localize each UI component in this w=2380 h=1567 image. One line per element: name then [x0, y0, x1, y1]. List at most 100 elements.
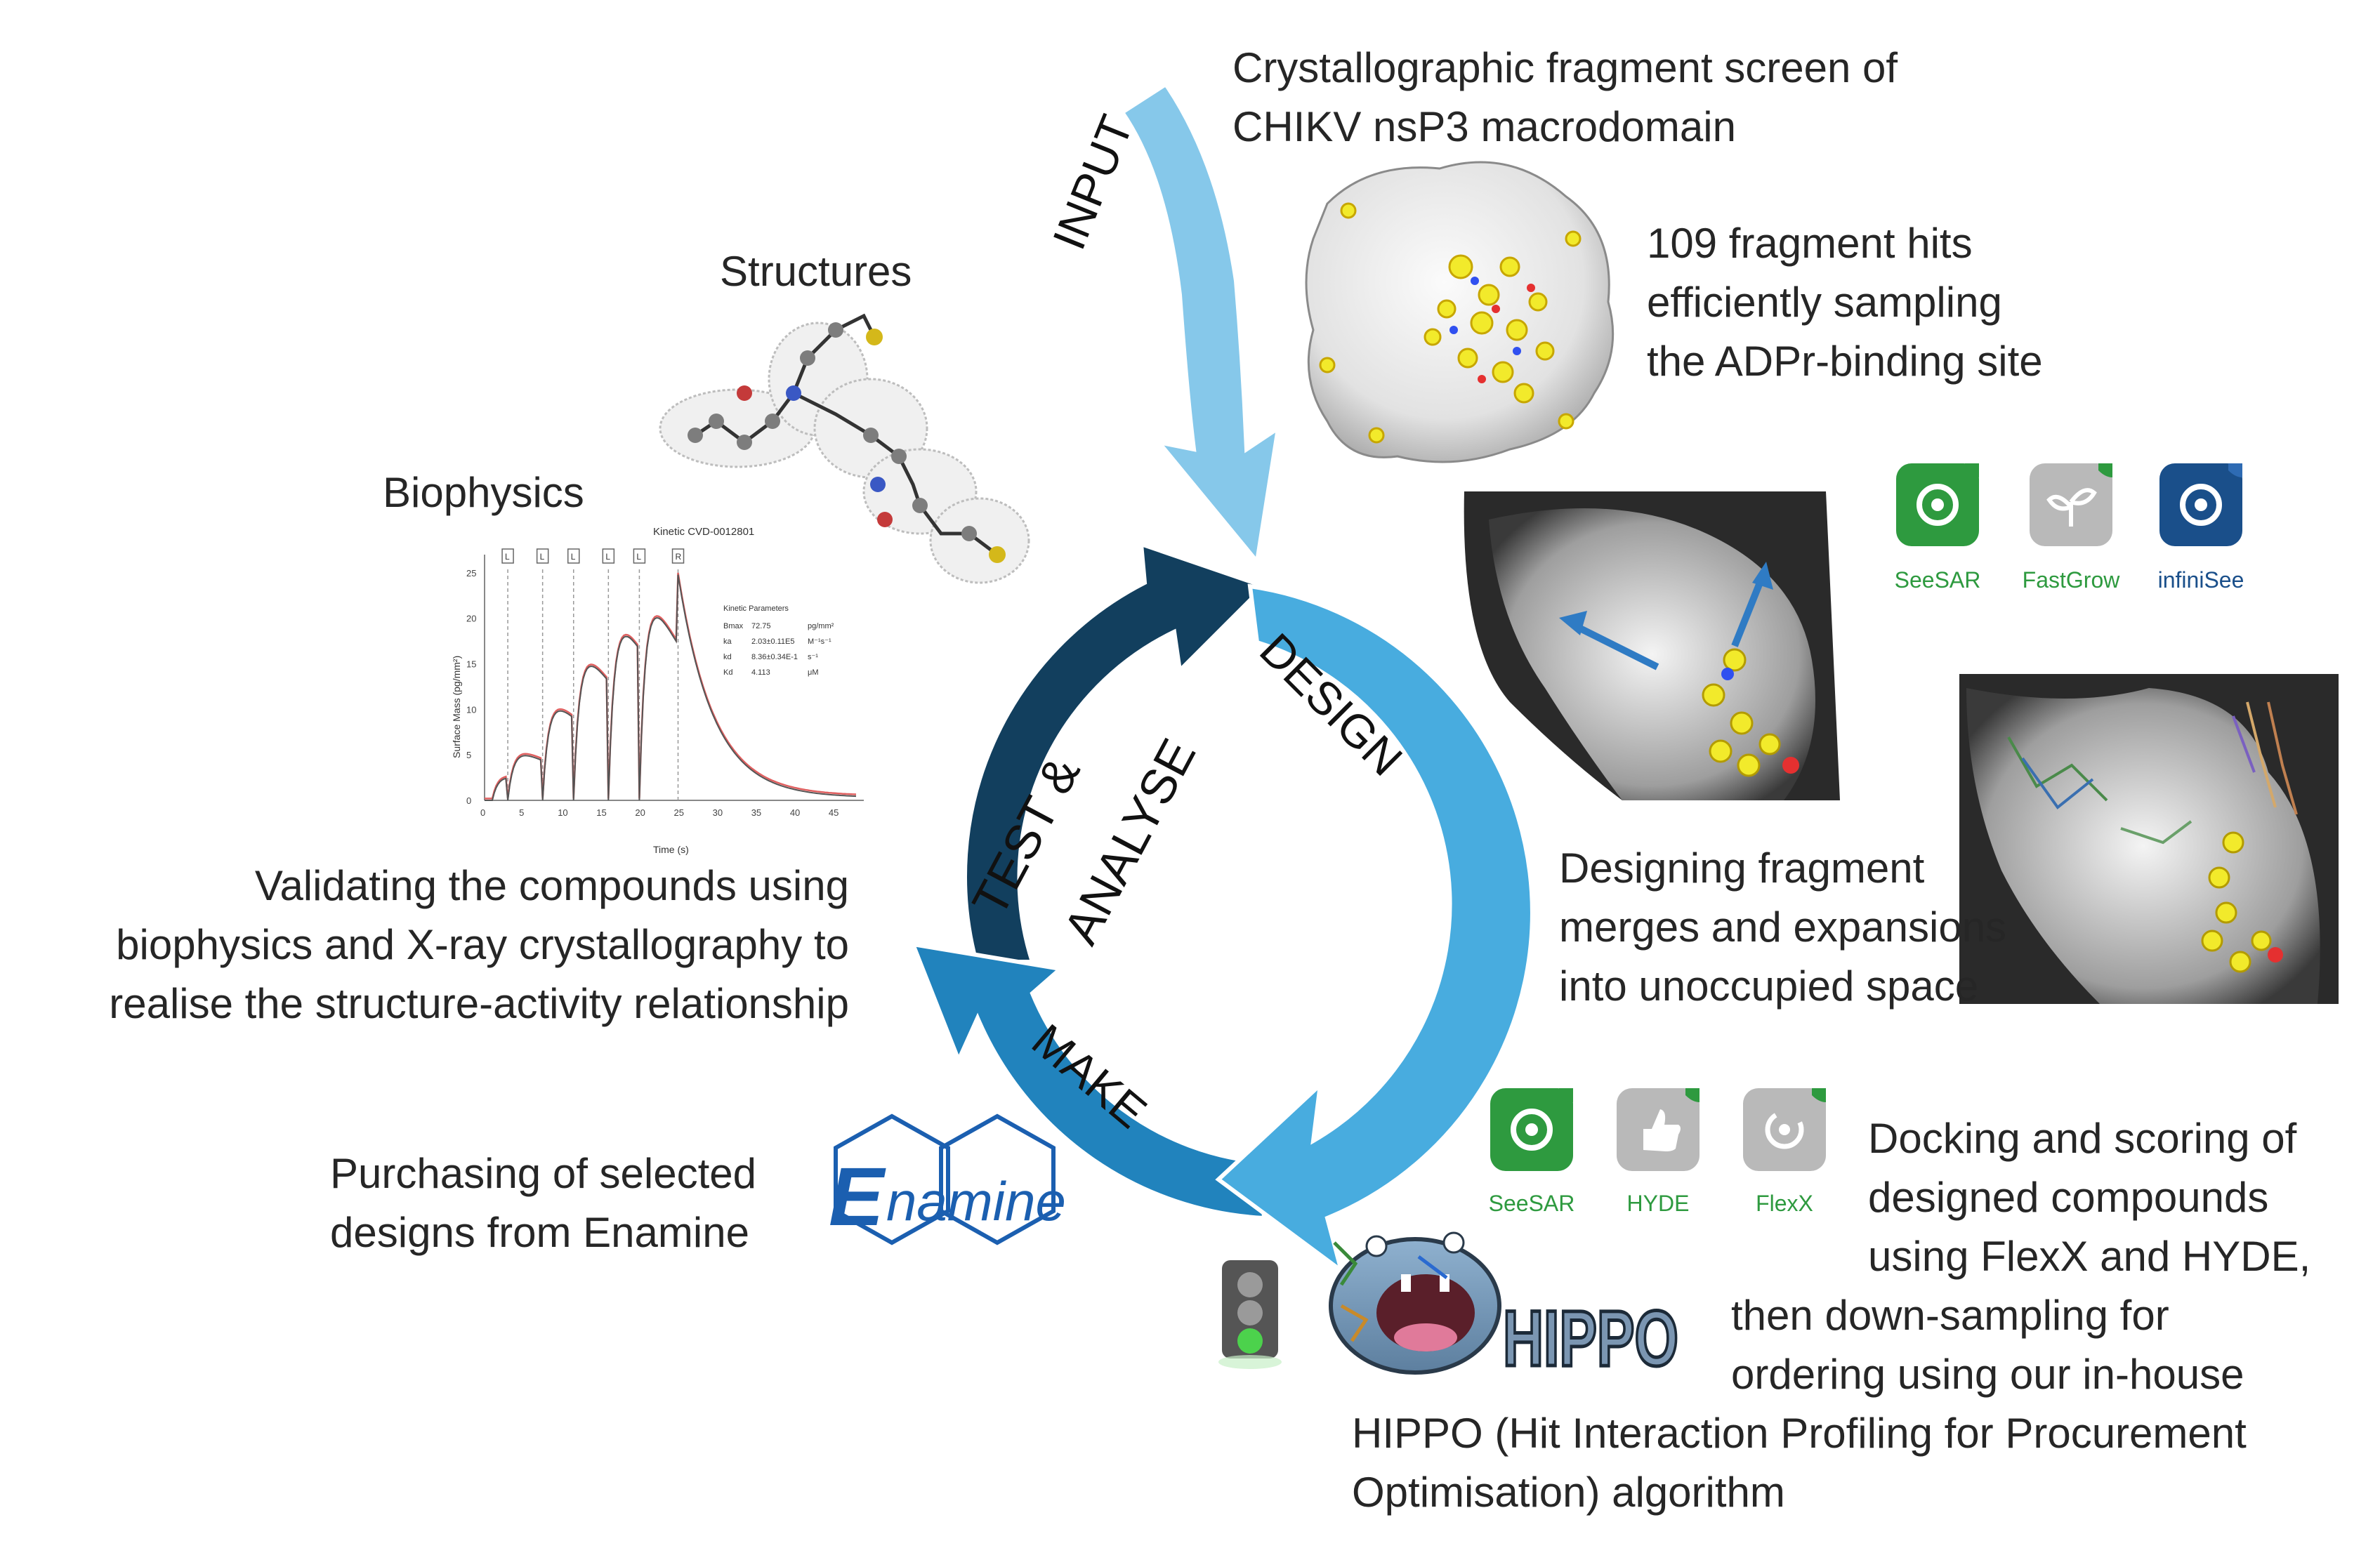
- param-name: kd: [723, 653, 732, 661]
- target-icon: [2159, 463, 2242, 546]
- injection-marker-box: [602, 548, 615, 564]
- docking-line-4: then down-sampling for: [1731, 1292, 2169, 1339]
- biophysics-heading: Biophysics: [383, 469, 584, 516]
- docking-line-3: using FlexX and HYDE,: [1868, 1233, 2311, 1280]
- validate-line-1: Validating the compounds using: [254, 862, 849, 909]
- pocket-vector-image: [1464, 491, 1840, 800]
- purchase-line-1: Purchasing of selected: [330, 1150, 757, 1197]
- tool-label-hyde: HYDE: [1626, 1191, 1690, 1216]
- design-description: Designing fragment merges and expansions…: [1559, 839, 2006, 1016]
- x-tick-label: 5: [519, 807, 524, 818]
- validate-description: Validating the compounds using biophysic…: [109, 857, 849, 1033]
- param-value: 2.03±0.11E5: [751, 637, 795, 646]
- param-unit: μM: [808, 668, 819, 677]
- chart-title: Kinetic CVD-0012801: [653, 526, 754, 538]
- x-tick-label: 15: [596, 807, 606, 818]
- traffic-light-icon: [1218, 1260, 1282, 1369]
- param-name: Bmax: [723, 622, 744, 630]
- design-line-2: merges and expansions: [1559, 904, 2007, 951]
- hits-description: 109 fragment hits efficiently sampling t…: [1647, 214, 2043, 391]
- docking-description-end: HIPPO (Hit Interaction Profiling for Pro…: [1352, 1404, 2247, 1522]
- tool-label-infinisee: infiniSee: [2157, 567, 2244, 593]
- sprout-icon: [2030, 463, 2112, 546]
- thumbs-up-icon: [1617, 1088, 1699, 1171]
- input-line-1: Crystallographic fragment screen of: [1232, 44, 1898, 91]
- docking-line-1: Docking and scoring of: [1868, 1115, 2297, 1162]
- injection-marker: R: [676, 552, 682, 562]
- x-tick-label: 40: [790, 807, 800, 818]
- tool-label-flexx: FlexX: [1756, 1191, 1813, 1216]
- docking-line-5: ordering using our in-house: [1731, 1351, 2244, 1398]
- y-tick-label: 25: [466, 568, 476, 578]
- x-tick-label: 35: [751, 807, 761, 818]
- chart-ylabel: Surface Mass (pg/mm²): [451, 656, 462, 758]
- param-name: Kd: [723, 668, 732, 677]
- injection-marker-box: [501, 548, 514, 564]
- x-tick-label: 30: [713, 807, 723, 818]
- injection-marker: L: [636, 552, 641, 562]
- docking-line-6: HIPPO (Hit Interaction Profiling for Pro…: [1352, 1410, 2247, 1457]
- x-tick-label: 0: [480, 807, 485, 818]
- x-tick-label: 25: [674, 807, 684, 818]
- input-label: INPUT: [1042, 108, 1143, 256]
- injection-marker: L: [505, 552, 510, 562]
- y-tick-label: 0: [466, 795, 471, 806]
- validate-line-2: biophysics and X-ray crystallography to: [116, 921, 849, 968]
- purchase-description: Purchasing of selected designs from Enam…: [330, 1144, 756, 1262]
- purchase-line-2: designs from Enamine: [330, 1209, 749, 1256]
- injection-marker: L: [571, 552, 576, 562]
- target-icon: [1896, 463, 1979, 546]
- pocket-merges-image: [1959, 674, 2339, 1004]
- hits-line-3: the ADPr-binding site: [1647, 338, 2043, 385]
- param-value: 4.113: [751, 668, 770, 677]
- cycle-diagram: [909, 81, 1534, 1276]
- param-unit: s⁻¹: [808, 653, 818, 661]
- protein-surface-image: [1305, 161, 1615, 463]
- design-line-1: Designing fragment: [1559, 845, 1925, 892]
- x-tick-label: 10: [558, 807, 567, 818]
- enamine-logo-rest: namine: [886, 1170, 1066, 1232]
- tool-label-seesar: SeeSAR: [1894, 567, 1981, 593]
- kinetic-chart: Kinetic CVD-0012801 Surface Mass (pg/mm²…: [451, 526, 864, 855]
- y-tick-label: 20: [466, 614, 476, 624]
- target-icon: [1490, 1088, 1573, 1171]
- flex-icon: [1743, 1088, 1826, 1171]
- injection-marker: L: [540, 552, 545, 562]
- param-unit: pg/mm²: [808, 622, 834, 630]
- tool-label-fastgrow: FastGrow: [2022, 567, 2120, 593]
- docking-description-cont: then down-sampling for ordering using ou…: [1731, 1286, 2244, 1404]
- docking-line-7: Optimisation) algorithm: [1352, 1469, 1785, 1516]
- hits-line-2: efficiently sampling: [1647, 279, 2002, 326]
- injection-marker-box: [567, 548, 580, 564]
- y-tick-label: 10: [466, 704, 476, 715]
- input-arrow: [1119, 81, 1282, 567]
- y-tick-label: 15: [466, 659, 476, 670]
- injection-marker-box: [633, 548, 646, 564]
- analyse-label: ANALYSE: [1053, 730, 1206, 953]
- enamine-logo-initial: E: [829, 1151, 886, 1243]
- input-description: Crystallographic fragment screen of CHIK…: [1232, 39, 1898, 157]
- design-arrow: [1215, 583, 1534, 1276]
- params-title: Kinetic Parameters: [723, 604, 789, 613]
- data-curve: [485, 574, 857, 801]
- tool-label-seesar: SeeSAR: [1488, 1191, 1575, 1216]
- test-analyse-arrow: [963, 541, 1268, 964]
- x-tick-label: 20: [635, 807, 645, 818]
- structures-heading: Structures: [720, 248, 912, 295]
- hippo-logo-text: HIPPO: [1503, 1295, 1678, 1382]
- param-value: 8.36±0.34E-1: [751, 653, 798, 661]
- y-tick-label: 5: [466, 750, 471, 760]
- design-line-3: into unoccupied space: [1559, 963, 1979, 1010]
- param-unit: M⁻¹s⁻¹: [808, 637, 831, 646]
- x-tick-label: 45: [829, 807, 839, 818]
- hippo-logo: HIPPO: [1329, 1231, 1681, 1384]
- injection-marker-box: [671, 548, 685, 564]
- injection-marker: L: [605, 552, 610, 562]
- chart-xlabel: Time (s): [653, 844, 689, 855]
- ligand-structure-image: [659, 313, 1030, 584]
- enamine-logo: E namine: [829, 1113, 1066, 1245]
- hits-line-1: 109 fragment hits: [1647, 220, 1973, 267]
- docking-line-2: designed compounds: [1868, 1174, 2269, 1221]
- param-name: ka: [723, 637, 732, 646]
